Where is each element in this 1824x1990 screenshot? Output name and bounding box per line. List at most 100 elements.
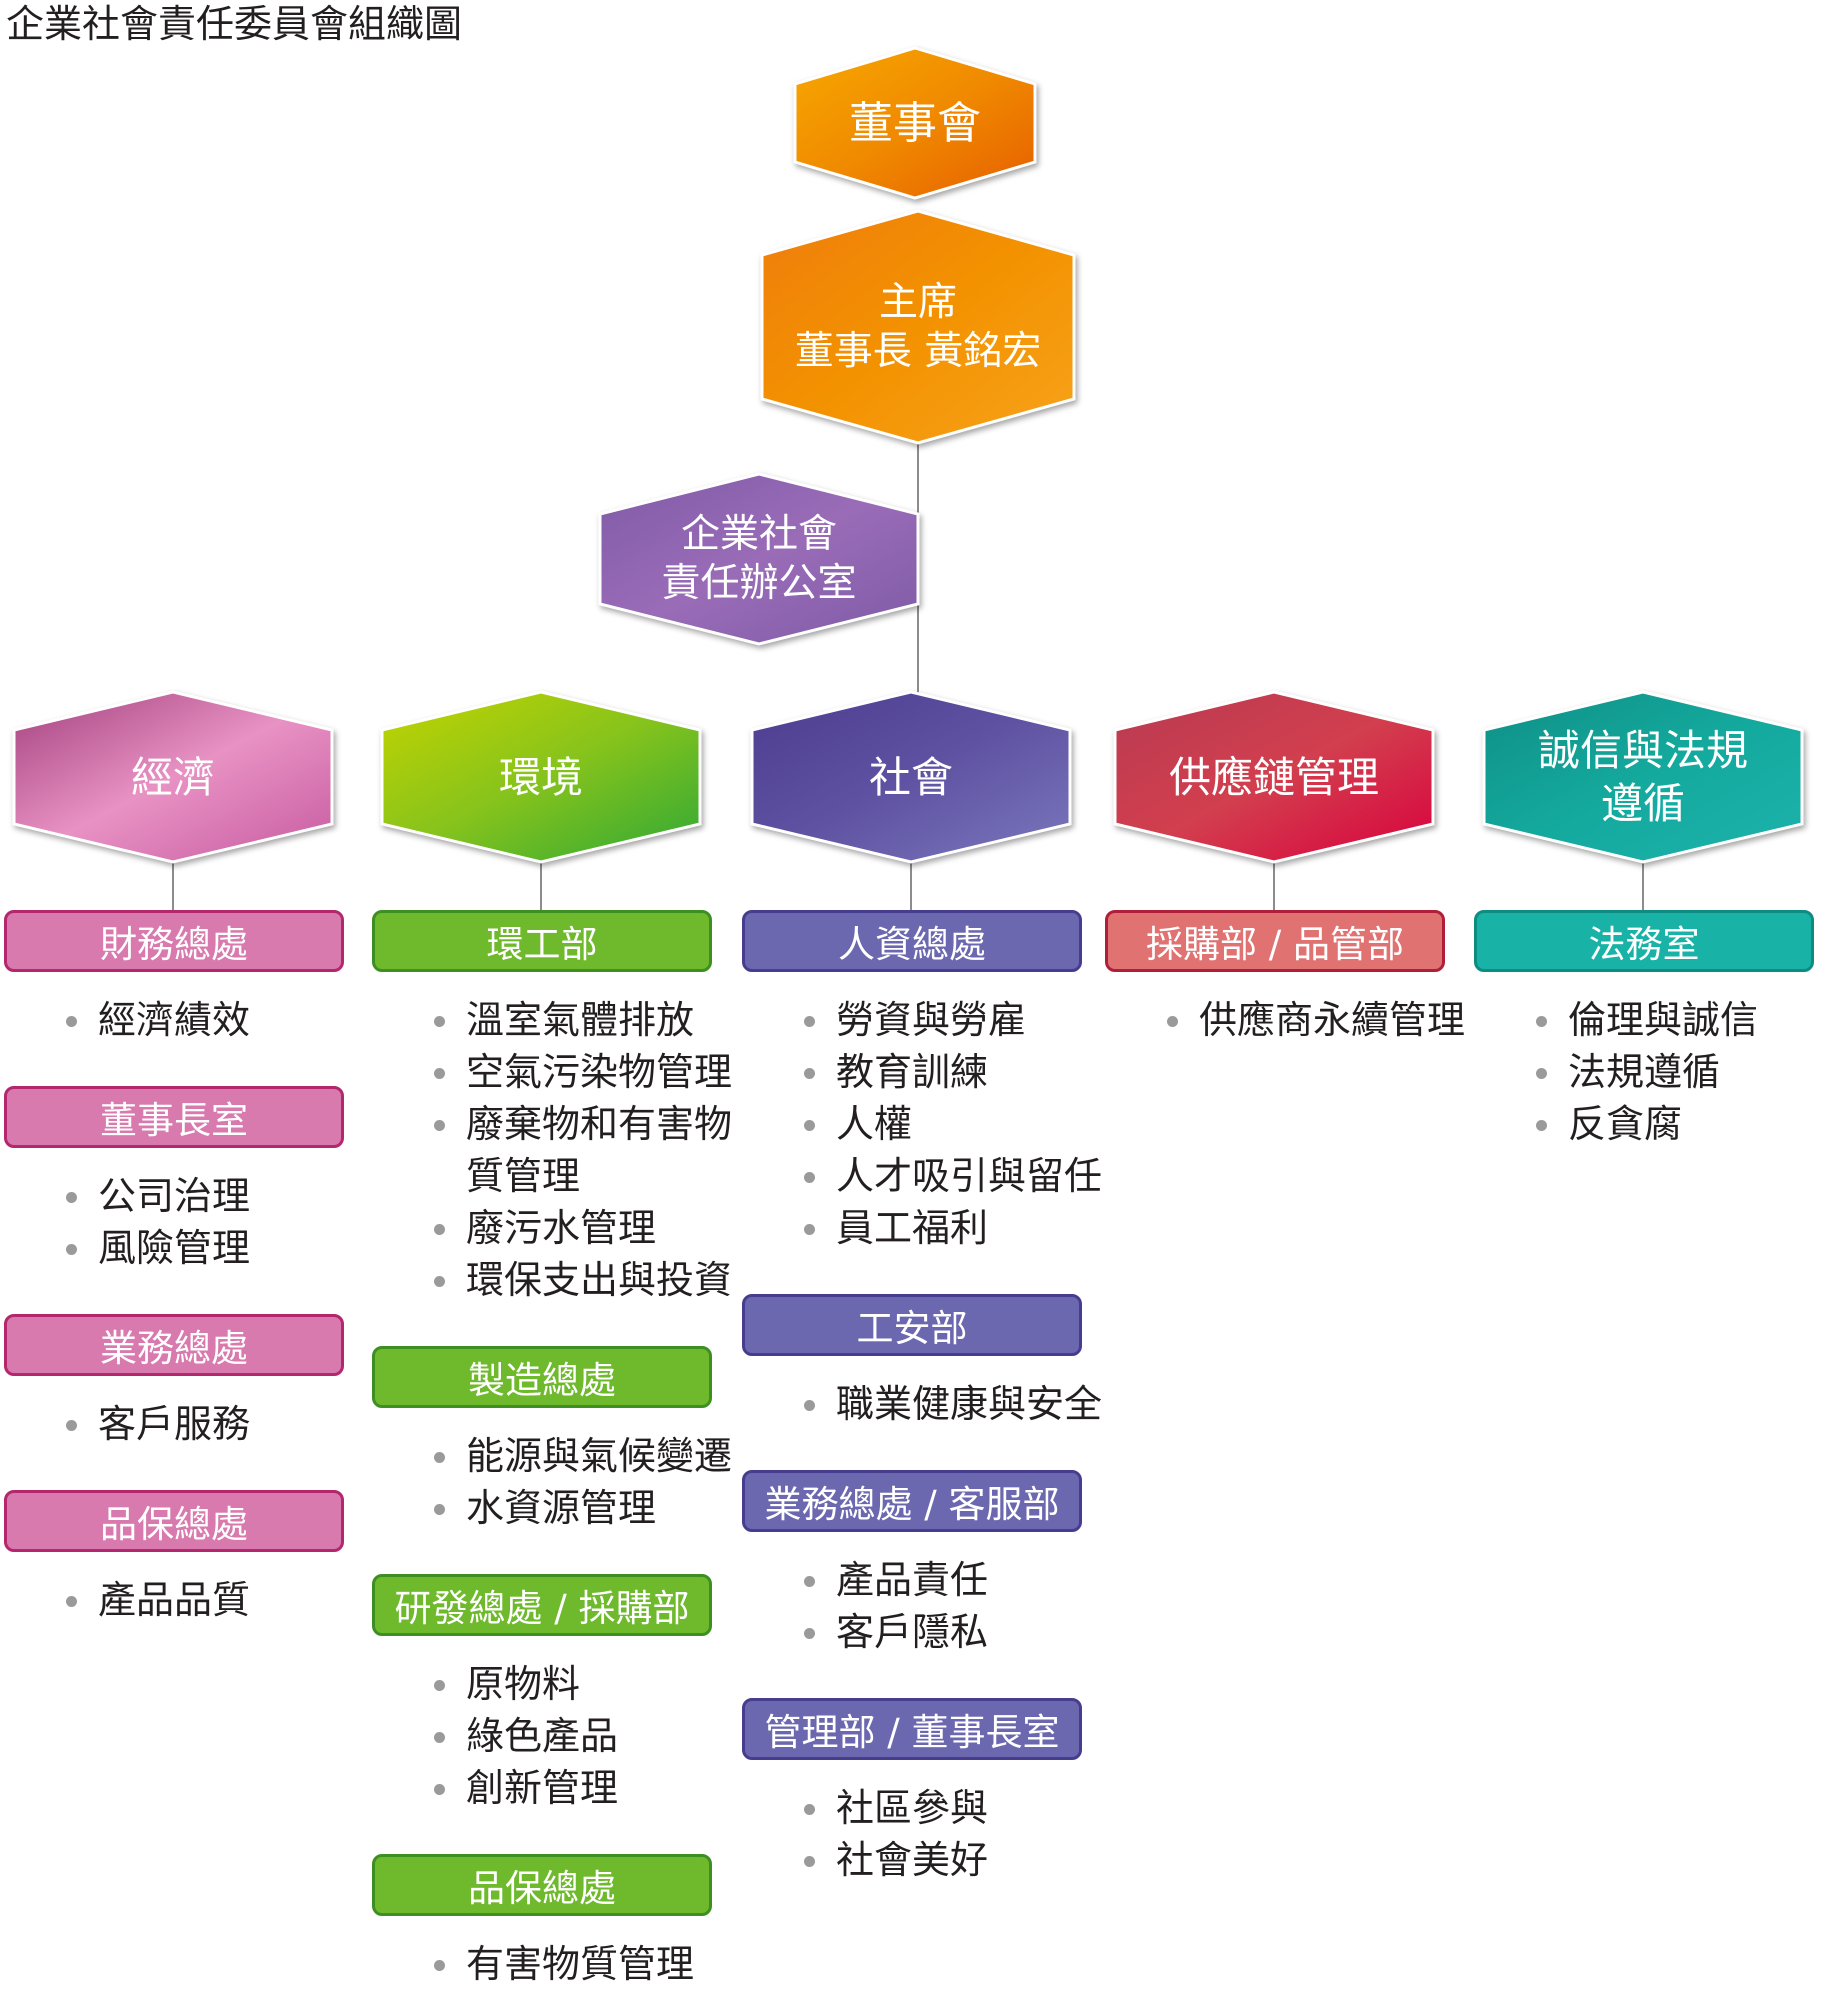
department-box: 工安部 (742, 1294, 1082, 1356)
responsibility-text: 創新管理 (466, 1766, 619, 1810)
responsibility-text: 勞資與勞雇 (836, 998, 1027, 1042)
responsibility-item: 公司治理 (66, 1170, 250, 1222)
csr-office-label-line: 企業社會 (680, 512, 837, 557)
responsibility-text: 經濟績效 (98, 998, 251, 1042)
pillar-hexagon-2 (750, 690, 1072, 864)
responsibility-item: 產品品質 (66, 1574, 250, 1626)
responsibility-item: 有害物質管理 (434, 1938, 694, 1990)
department-box: 業務總處 (4, 1314, 344, 1376)
responsibility-item: 客戶隱私 (804, 1606, 988, 1658)
responsibility-text: 公司治理 (98, 1174, 251, 1218)
department-box: 採購部 / 品管部 (1105, 910, 1445, 972)
responsibility-text: 能源與氣候變遷 (466, 1434, 733, 1478)
responsibility-text: 環保支出與投資 (466, 1258, 733, 1302)
responsibility-text: 原物料 (466, 1662, 581, 1706)
pillar-label-0-line: 經濟 (130, 752, 215, 802)
pillar-hexagon-3 (1113, 690, 1435, 864)
department-box: 管理部 / 董事長室 (742, 1698, 1082, 1760)
responsibility-item: 產品責任 (804, 1554, 988, 1606)
pillar-label-4-line: 遵循 (1600, 779, 1685, 828)
responsibility-list: 倫理與誠信法規遵循反貪腐 (1536, 994, 1758, 1150)
responsibility-text: 溫室氣體排放 (466, 998, 695, 1042)
responsibility-item: 廢棄物和有害物質管理 (434, 1098, 732, 1202)
pillar-label-4-line: 誠信與法規 (1537, 726, 1748, 775)
department-box: 環工部 (372, 910, 712, 972)
responsibility-item: 綠色產品 (434, 1710, 618, 1762)
responsibility-text: 供應商永續管理 (1199, 998, 1466, 1042)
responsibility-list: 產品品質 (66, 1574, 250, 1626)
responsibility-item: 人權 (804, 1098, 1102, 1150)
department-box: 品保總處 (372, 1854, 712, 1916)
board-label: 董事會 (795, 48, 1035, 198)
responsibility-item: 風險管理 (66, 1222, 250, 1274)
board-hexagon (793, 46, 1037, 200)
responsibility-item: 經濟績效 (66, 994, 250, 1046)
department-box: 人資總處 (742, 910, 1082, 972)
responsibility-item: 創新管理 (434, 1762, 618, 1814)
pillar-label-2: 社會 (752, 692, 1070, 862)
responsibility-item: 供應商永續管理 (1167, 994, 1465, 1046)
department-box: 法務室 (1474, 910, 1814, 972)
diagram-title: 企業社會責任委員會組織圖 (6, 2, 463, 46)
responsibility-text: 社區參與 (836, 1786, 989, 1830)
responsibility-text: 有害物質管理 (466, 1942, 695, 1986)
hexagon-nodes (12, 46, 1804, 864)
responsibility-text: 產品品質 (98, 1578, 251, 1622)
pillar-label-3-line: 供應鏈管理 (1168, 752, 1379, 802)
responsibility-text: 空氣污染物管理 (466, 1050, 733, 1094)
responsibility-text: 員工福利 (836, 1206, 989, 1250)
department-box: 製造總處 (372, 1346, 712, 1408)
responsibility-text: 法規遵循 (1568, 1050, 1721, 1094)
pillar-hexagon-4 (1482, 690, 1804, 864)
board-label-line: 董事會 (849, 97, 981, 149)
responsibility-item: 原物料 (434, 1658, 618, 1710)
responsibility-text: 水資源管理 (466, 1486, 657, 1530)
responsibility-item: 社區參與 (804, 1782, 988, 1834)
responsibility-text: 質管理 (466, 1154, 581, 1198)
responsibility-item: 社會美好 (804, 1834, 988, 1886)
responsibility-item: 環保支出與投資 (434, 1254, 732, 1306)
responsibility-item: 空氣污染物管理 (434, 1046, 732, 1098)
responsibility-item: 職業健康與安全 (804, 1378, 1102, 1430)
department-box: 品保總處 (4, 1490, 344, 1552)
responsibility-item: 水資源管理 (434, 1482, 732, 1534)
responsibility-text: 廢污水管理 (466, 1206, 657, 1250)
department-box: 董事長室 (4, 1086, 344, 1148)
pillar-hexagon-0 (12, 690, 334, 864)
pillar-label-3: 供應鏈管理 (1115, 692, 1433, 862)
responsibility-text: 職業健康與安全 (836, 1382, 1103, 1426)
responsibility-text: 客戶隱私 (836, 1610, 989, 1654)
csr-office-label: 企業社會責任辦公室 (600, 474, 918, 644)
responsibility-item: 客戶服務 (66, 1398, 250, 1450)
responsibility-item: 法規遵循 (1536, 1046, 1758, 1098)
responsibility-item: 員工福利 (804, 1202, 1102, 1254)
pillar-label-4: 誠信與法規遵循 (1484, 692, 1802, 862)
pillar-label-1: 環境 (382, 692, 700, 862)
responsibility-text: 風險管理 (98, 1226, 251, 1270)
responsibility-list: 供應商永續管理 (1167, 994, 1465, 1046)
department-box: 業務總處 / 客服部 (742, 1470, 1082, 1532)
responsibility-item: 溫室氣體排放 (434, 994, 732, 1046)
responsibility-list: 勞資與勞雇教育訓練人權人才吸引與留任員工福利 (804, 994, 1102, 1254)
responsibility-list: 公司治理風險管理 (66, 1170, 250, 1274)
chair-label-line: 董事長 黃銘宏 (794, 329, 1042, 374)
csr-office-hexagon (598, 472, 920, 646)
responsibility-text: 倫理與誠信 (1568, 998, 1759, 1042)
responsibility-list: 社區參與社會美好 (804, 1782, 988, 1886)
responsibility-item: 教育訓練 (804, 1046, 1102, 1098)
responsibility-list: 有害物質管理 (434, 1938, 694, 1990)
responsibility-list: 溫室氣體排放空氣污染物管理廢棄物和有害物質管理廢污水管理環保支出與投資 (434, 994, 732, 1306)
responsibility-item: 廢污水管理 (434, 1202, 732, 1254)
responsibility-text: 反貪腐 (1568, 1102, 1683, 1146)
responsibility-text: 綠色產品 (466, 1714, 619, 1758)
pillar-label-1-line: 環境 (498, 752, 583, 802)
responsibility-text: 客戶服務 (98, 1402, 251, 1446)
responsibility-item: 勞資與勞雇 (804, 994, 1102, 1046)
responsibility-text: 教育訓練 (836, 1050, 989, 1094)
responsibility-text: 廢棄物和有害物 (466, 1102, 733, 1146)
responsibility-list: 產品責任客戶隱私 (804, 1554, 988, 1658)
responsibility-text: 社會美好 (836, 1838, 989, 1882)
responsibility-item: 能源與氣候變遷 (434, 1430, 732, 1482)
responsibility-text: 人才吸引與留任 (836, 1154, 1103, 1198)
